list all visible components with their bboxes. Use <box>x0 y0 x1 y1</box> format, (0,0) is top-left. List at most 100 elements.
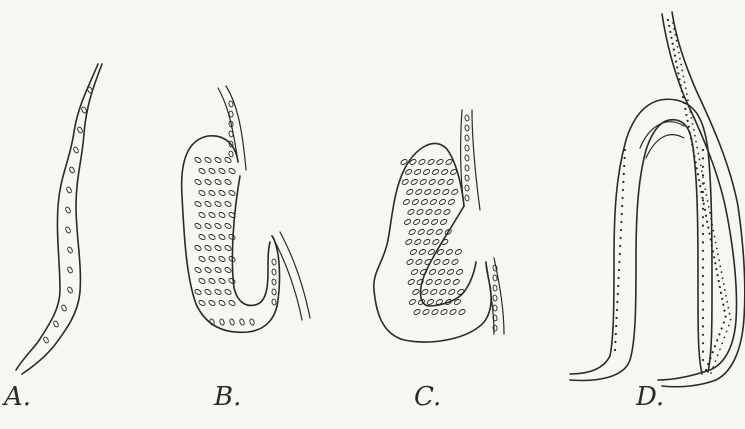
tissue-cell <box>445 248 453 255</box>
tissue-cell <box>61 304 68 312</box>
tissue-cell <box>446 178 454 185</box>
stipple-dot <box>614 349 616 351</box>
tissue-cell <box>447 198 455 205</box>
stipple-dot <box>707 227 709 229</box>
stipple-dot <box>710 238 712 240</box>
tissue-cell <box>229 101 234 108</box>
stipple-dot <box>702 216 704 218</box>
stipple-dot <box>712 230 714 232</box>
tissue-cell <box>454 248 462 255</box>
tissue-cell <box>429 268 437 275</box>
tissue-cell <box>224 266 232 273</box>
stipple-dot <box>682 96 684 98</box>
stipple-dot <box>702 250 704 252</box>
stipple-dot <box>683 102 685 104</box>
stipple-dot <box>718 333 720 335</box>
tissue-cell <box>437 178 445 185</box>
stipple-dot <box>670 37 672 39</box>
stipple-dot <box>693 129 695 131</box>
stipple-dot <box>615 333 617 335</box>
stipple-dot <box>702 292 704 294</box>
tissue-cell <box>435 228 443 235</box>
tissue-cell <box>412 288 420 295</box>
tissue-cell <box>406 258 414 265</box>
stipple-dot <box>674 54 676 56</box>
stipple-dot <box>678 52 680 54</box>
stipple-dot <box>710 372 712 374</box>
tissue-cell <box>450 168 458 175</box>
stipple-dot <box>692 123 694 125</box>
stipple-dot <box>722 277 724 279</box>
stipple-dot <box>714 236 716 238</box>
tissue-cell <box>198 233 206 240</box>
tissue-cell <box>465 125 470 132</box>
stipple-dot <box>679 58 681 60</box>
stipple-dot <box>691 117 693 119</box>
panel-c-label: C. <box>414 384 441 410</box>
tissue-cell <box>194 178 202 185</box>
stipple-dot <box>721 271 723 273</box>
panel-d-drawing <box>570 12 745 387</box>
tissue-cell <box>219 318 225 325</box>
stipple-dot <box>702 300 704 302</box>
stipple-dot <box>718 259 720 261</box>
stipple-dot <box>617 293 619 295</box>
tissue-cell <box>465 115 470 122</box>
tissue-cell <box>431 218 439 225</box>
stipple-dot <box>702 174 704 176</box>
stipple-dot <box>705 369 707 371</box>
tissue-cell <box>204 156 212 163</box>
stipple-dot <box>728 325 730 327</box>
stipple-dot <box>618 261 620 263</box>
tissue-cell <box>420 198 428 205</box>
stipple-dot <box>617 285 619 287</box>
stipple-dot <box>729 313 731 315</box>
stipple-dot <box>702 351 704 353</box>
stipple-dot <box>686 120 688 122</box>
stipple-dot <box>716 339 718 341</box>
stipple-dot <box>721 342 723 344</box>
stipple-dot <box>714 262 716 264</box>
stipple-dot <box>688 126 690 128</box>
tissue-cell <box>404 218 412 225</box>
tissue-cell <box>416 208 424 215</box>
stipple-dot <box>697 153 699 155</box>
tissue-cell <box>69 166 76 174</box>
stipple-dot <box>697 173 699 175</box>
stipple-dot <box>702 275 704 277</box>
tissue-cell <box>204 178 212 185</box>
tissue-cell <box>53 320 60 328</box>
stipple-dot <box>702 325 704 327</box>
stipple-dot <box>713 256 715 258</box>
tissue-cell <box>423 238 431 245</box>
stipple-dot <box>700 164 702 166</box>
stipple-dot <box>707 200 709 202</box>
stipple-dot <box>702 157 704 159</box>
tissue-cell <box>224 222 232 229</box>
stipple-dot <box>695 141 697 143</box>
stipple-dot <box>685 114 687 116</box>
stipple-dot <box>719 286 721 288</box>
tissue-cell <box>465 165 470 172</box>
tissue-cell <box>409 248 417 255</box>
stipple-dot <box>702 241 704 243</box>
stipple-dot <box>620 237 622 239</box>
tissue-cell <box>441 168 449 175</box>
stipple-dot <box>690 138 692 140</box>
tissue-cell <box>429 198 437 205</box>
panel-d-arch-outer <box>570 99 712 374</box>
tissue-cell <box>493 275 498 282</box>
stipple-dot <box>687 99 689 101</box>
stipple-dot <box>667 19 669 21</box>
stipple-dot <box>622 181 624 183</box>
tissue-cell <box>438 268 446 275</box>
stipple-dot <box>702 309 704 311</box>
tissue-cell <box>198 189 206 196</box>
tissue-cell <box>493 285 498 292</box>
tissue-cell <box>198 211 206 218</box>
tissue-cell <box>66 186 73 194</box>
stipple-dot <box>619 253 621 255</box>
stipple-dot <box>684 108 686 110</box>
tissue-cell <box>493 295 498 302</box>
